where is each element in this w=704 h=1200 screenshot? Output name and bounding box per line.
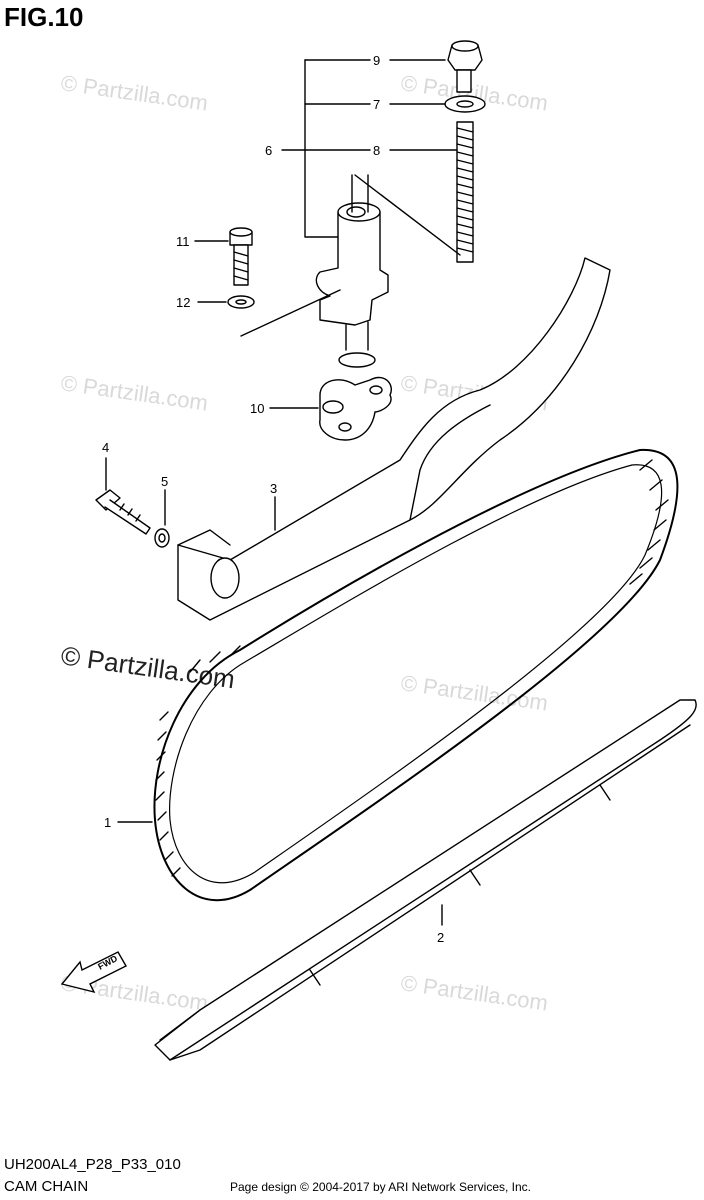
watermark: © Partzilla.com <box>59 70 209 115</box>
callout-5: 5 <box>161 474 168 489</box>
watermark: © Partzilla.com <box>59 370 209 415</box>
callout-3: 3 <box>270 481 277 496</box>
callout-12: 12 <box>176 295 190 310</box>
callout-10: 10 <box>250 401 264 416</box>
tensioner-arm-part-3 <box>177 257 611 621</box>
copyright-credit: Page design © 2004-2017 by ARI Network S… <box>230 1180 532 1194</box>
callout-8: 8 <box>373 143 380 158</box>
callout-7: 7 <box>373 97 380 112</box>
callout-4: 4 <box>102 440 109 455</box>
bolt-part-11 <box>229 227 253 286</box>
watermark: © Partzilla.com <box>399 970 549 1015</box>
leader-lines <box>105 59 458 926</box>
chain-guide-part-2 <box>154 699 697 1061</box>
callout-2: 2 <box>437 930 444 945</box>
figure-title: FIG.10 <box>4 2 84 32</box>
callout-1: 1 <box>104 815 111 830</box>
bolt-part-4 <box>95 489 151 535</box>
callout-labels: 9 7 6 8 11 12 10 4 5 3 1 2 <box>102 53 444 945</box>
tensioner-adjuster-part-6 <box>315 174 461 368</box>
spring-part-8 <box>456 121 474 263</box>
washer-part-12 <box>227 289 341 337</box>
diagram-name: CAM CHAIN <box>4 1178 89 1195</box>
gasket-part-10 <box>319 376 392 441</box>
washer-part-5 <box>154 528 170 548</box>
cam-chain-part-1 <box>153 448 679 902</box>
diagram-code: UH200AL4_P28_P33_010 <box>4 1156 181 1173</box>
callout-9: 9 <box>373 53 380 68</box>
watermark-primary: © Partzilla.com <box>59 640 237 694</box>
bolt-part-9 <box>447 40 483 93</box>
callout-11: 11 <box>176 234 190 249</box>
callout-6: 6 <box>265 143 272 158</box>
washer-part-7 <box>444 95 486 113</box>
